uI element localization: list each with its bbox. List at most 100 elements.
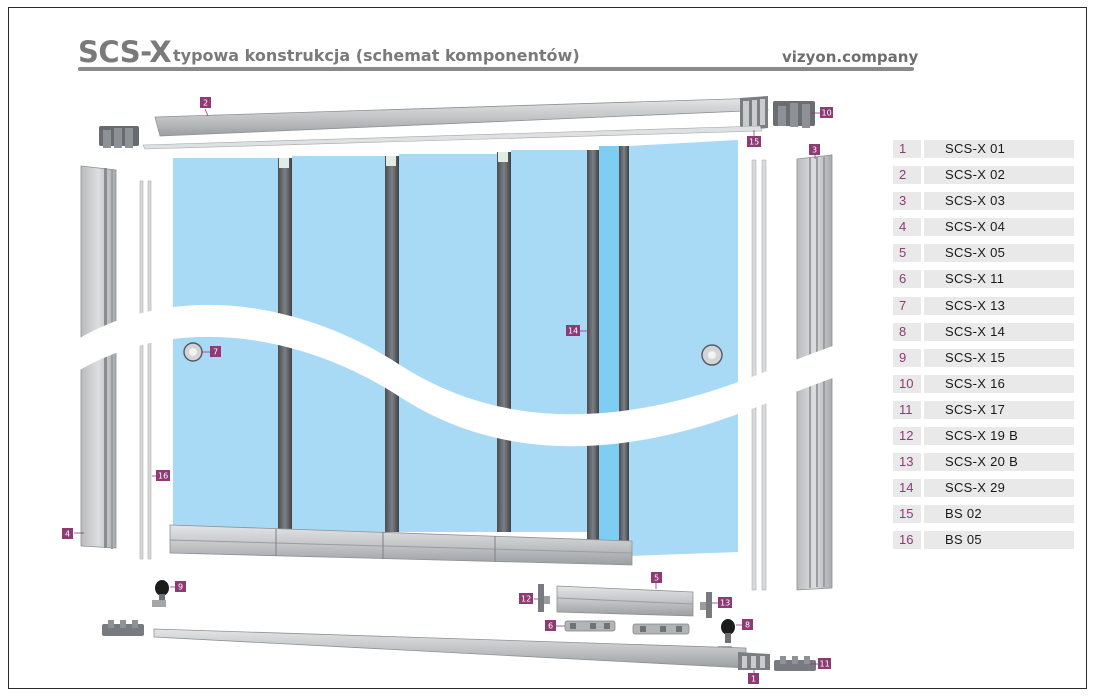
- left-seal: [139, 180, 152, 560]
- top-rail: [154, 96, 769, 137]
- part-code: BS 02: [924, 505, 1074, 524]
- glass-panels: [173, 140, 738, 556]
- callout-badge: 9: [175, 581, 186, 592]
- panel-bottom-profiles: [169, 524, 633, 566]
- top-left-end-cap: [99, 126, 139, 148]
- list-item: 5 SCS-X 05: [893, 244, 1074, 263]
- callout-badge: 2: [200, 97, 211, 108]
- list-item: 9 SCS-X 15: [893, 348, 1074, 367]
- part-code: SCS-X 20 B: [924, 453, 1074, 472]
- svg-text:6: 6: [548, 622, 553, 631]
- handle-left: [183, 342, 203, 362]
- callout-badge: 15: [747, 136, 761, 147]
- parts-list: 1 SCS-X 01 2 SCS-X 02 3 SCS-X 03 4 SCS-X…: [893, 140, 1074, 558]
- bottom-rail: [153, 628, 770, 670]
- part-code: SCS-X 02: [924, 166, 1074, 185]
- svg-text:8: 8: [745, 621, 750, 630]
- svg-text:16: 16: [158, 472, 168, 481]
- part-code: SCS-X 01: [924, 140, 1074, 158]
- part-number: 16: [893, 531, 921, 550]
- part-code: SCS-X 29: [924, 479, 1074, 498]
- callout-badge: 1: [748, 673, 759, 684]
- part-code: SCS-X 14: [924, 322, 1074, 341]
- bottom-left-end-cap: [102, 620, 144, 636]
- part-code: SCS-X 17: [924, 400, 1074, 419]
- part-code: SCS-X 16: [924, 374, 1074, 393]
- callout-badge: 8: [742, 619, 753, 630]
- part-number: 5: [893, 244, 921, 263]
- list-item: 6 SCS-X 11: [893, 270, 1074, 289]
- part-number: 8: [893, 322, 921, 341]
- wave-break: [70, 304, 850, 447]
- list-item: 3 SCS-X 03: [893, 192, 1074, 211]
- svg-text:13: 13: [720, 599, 730, 608]
- callout-badge: 13: [718, 597, 732, 608]
- header-rule: [78, 67, 914, 71]
- svg-text:9: 9: [178, 583, 183, 592]
- list-item: 16 BS 05: [893, 531, 1074, 550]
- page-title: SCS-X: [78, 35, 172, 69]
- rollers-6: [564, 620, 690, 635]
- svg-text:3: 3: [812, 146, 817, 155]
- svg-text:7: 7: [213, 348, 218, 357]
- part-number: 7: [893, 296, 921, 315]
- profile-5: [556, 585, 694, 617]
- svg-text:10: 10: [822, 109, 832, 118]
- callout-badge: 10: [820, 107, 833, 118]
- part-code: SCS-X 03: [924, 192, 1074, 211]
- list-item: 15 BS 02: [893, 505, 1074, 524]
- part-code: SCS-X 05: [924, 244, 1074, 263]
- callout-badge: 14: [566, 325, 580, 336]
- part-number: 13: [893, 453, 921, 472]
- callout-badge: 12: [519, 593, 533, 604]
- callout-badge: 5: [651, 572, 662, 583]
- part-13: [700, 592, 712, 618]
- list-item: 8 SCS-X 14: [893, 322, 1074, 341]
- list-item: 11 SCS-X 17: [893, 400, 1074, 419]
- bottom-right-end-cap: [774, 656, 816, 671]
- svg-text:1: 1: [751, 675, 756, 684]
- part-number: 2: [893, 166, 921, 185]
- callout-badge: 16: [156, 470, 170, 481]
- page-subtitle: typowa konstrukcja (schemat komponentów): [173, 46, 580, 65]
- part-code: SCS-X 04: [924, 218, 1074, 237]
- lock-9: [152, 580, 169, 607]
- callout-badge: 3: [809, 144, 820, 155]
- callout-leaders: [74, 108, 820, 674]
- callout-badge: 7: [210, 346, 221, 357]
- list-item: 1 SCS-X 01: [893, 140, 1074, 158]
- part-number: 3: [893, 192, 921, 211]
- list-item: 14 SCS-X 29: [893, 479, 1074, 498]
- part-code: SCS-X 19 B: [924, 427, 1074, 446]
- part-number: 11: [893, 400, 921, 419]
- svg-text:2: 2: [203, 99, 208, 108]
- part-number: 9: [893, 348, 921, 367]
- callout-badge: 11: [818, 658, 831, 669]
- part-number: 10: [893, 374, 921, 393]
- handle-right: [701, 344, 723, 366]
- callout-badge: 6: [545, 620, 556, 631]
- part-code: BS 05: [924, 531, 1074, 550]
- list-item: 13 SCS-X 20 B: [893, 453, 1074, 472]
- svg-text:5: 5: [654, 574, 659, 583]
- part-number: 1: [893, 140, 921, 158]
- page-frame: [8, 7, 1087, 689]
- svg-text:11: 11: [820, 660, 830, 669]
- top-seal: [142, 125, 763, 150]
- part-number: 15: [893, 505, 921, 524]
- list-item: 4 SCS-X 04: [893, 218, 1074, 237]
- list-item: 7 SCS-X 13: [893, 296, 1074, 315]
- svg-text:4: 4: [65, 530, 70, 539]
- part-code: SCS-X 15: [924, 348, 1074, 367]
- brand-link[interactable]: vizyon.company: [782, 48, 919, 66]
- svg-text:14: 14: [568, 327, 578, 336]
- list-item: 2 SCS-X 02: [893, 166, 1074, 185]
- part-number: 6: [893, 270, 921, 289]
- part-number: 14: [893, 479, 921, 498]
- part-number: 12: [893, 427, 921, 446]
- svg-text:15: 15: [749, 138, 759, 147]
- svg-text:12: 12: [521, 595, 531, 604]
- callout-badge: 4: [62, 528, 73, 539]
- part-number: 4: [893, 218, 921, 237]
